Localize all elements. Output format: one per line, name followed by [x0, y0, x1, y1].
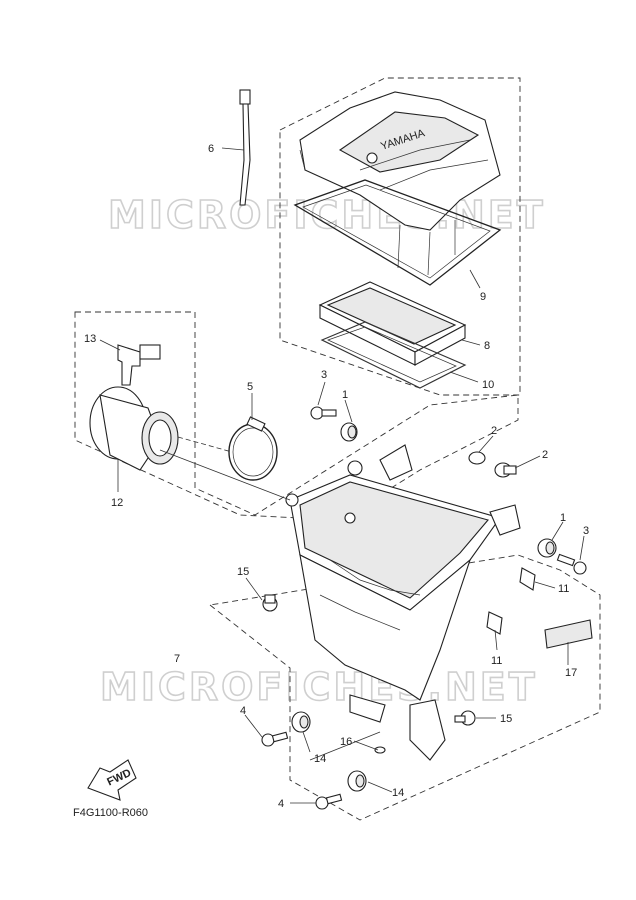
callout-2-lower: 2	[542, 449, 548, 461]
callout-8: 8	[484, 340, 490, 352]
callout-2-upper: 2	[491, 425, 497, 437]
lower-group-boundary	[208, 554, 601, 821]
callout-5: 5	[247, 381, 253, 393]
callout-1-upper: 1	[342, 389, 348, 401]
watermark-bottom: MICROFICHES.NET	[100, 665, 538, 709]
watermark-top: MICROFICHES.NET	[108, 193, 546, 237]
bolt-15-upper-part	[262, 594, 278, 612]
cap-gasket-part	[293, 179, 502, 286]
bolt-4-upper-part	[261, 731, 289, 747]
callout-14-upper: 14	[314, 753, 326, 765]
clip-upper-part	[468, 451, 486, 465]
grommet-14-lower-part	[347, 770, 367, 792]
fwd-arrow-icon: FWD	[87, 759, 137, 801]
air-cleaner-case-part	[285, 444, 521, 761]
bolt-4-lower-part	[315, 793, 343, 810]
callout-1-right: 1	[560, 512, 566, 524]
callout-9: 9	[480, 291, 486, 303]
callout-16: 16	[340, 736, 352, 748]
callout-4-lower: 4	[278, 798, 284, 810]
bolt-right-part	[556, 553, 587, 575]
callout-11-lower: 11	[491, 655, 502, 667]
callout-12: 12	[111, 497, 123, 509]
drawing-code: F4G1100-R060	[73, 807, 148, 819]
callout-10: 10	[482, 379, 494, 391]
grommet-right-part	[537, 538, 557, 558]
air-cleaner-cap-part: YAMAHA	[299, 91, 501, 276]
nut-16-part	[374, 746, 386, 754]
clip-11-lower-part	[486, 611, 503, 635]
callout-7: 7	[174, 653, 180, 665]
callout-4-upper: 4	[240, 705, 246, 717]
filter-seal-part	[320, 321, 467, 389]
clip-lower-part	[494, 462, 517, 478]
label-sticker-part	[544, 619, 593, 649]
callout-11-upper: 11	[558, 583, 569, 595]
clip-11-upper-part	[519, 567, 536, 591]
hose-clamp-part	[228, 416, 278, 481]
intake-joint-part	[89, 386, 179, 471]
leader-lines	[99, 147, 585, 804]
bolt-upper-part	[310, 406, 337, 420]
callout-13: 13	[84, 333, 96, 345]
callout-14-lower: 14	[392, 787, 404, 799]
bolt-15-lower-part	[454, 710, 476, 726]
air-filter-element-part	[318, 281, 467, 366]
callout-6: 6	[208, 143, 214, 155]
elbow-fitting-part	[117, 344, 161, 386]
callout-15-lower: 15	[500, 713, 512, 725]
grommet-14-upper-part	[291, 711, 311, 733]
callout-3-upper: 3	[321, 369, 327, 381]
callout-3-right: 3	[583, 525, 589, 537]
callout-15-upper: 15	[237, 566, 249, 578]
grommet-upper-part	[340, 422, 358, 442]
callout-17: 17	[565, 667, 577, 679]
cable-tie-part	[239, 89, 251, 206]
